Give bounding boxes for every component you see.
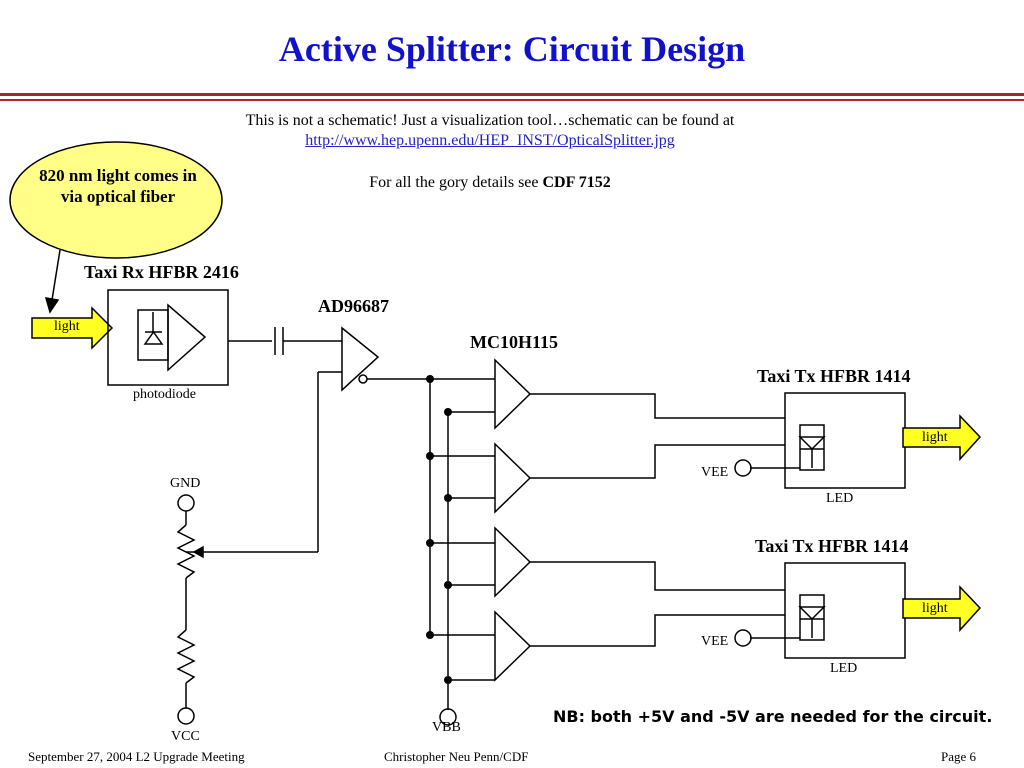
vee2-terminal [734, 629, 752, 647]
footer-date-meeting: September 27, 2004 L2 Upgrade Meeting [28, 749, 245, 764]
title-rule-bottom [0, 99, 1024, 101]
gate3-to-led2-line [530, 561, 785, 591]
tx2-subtitle: LED [830, 661, 858, 676]
input-light-arrow [31, 306, 114, 350]
vee1-label: VEE [701, 465, 729, 480]
photodiode-triangle [143, 330, 164, 345]
junction-dot [426, 452, 434, 460]
output-light-arrow-1 [902, 414, 982, 461]
tx1-subtitle: LED [826, 491, 854, 506]
rx-title: Taxi Rx HFBR 2416 [84, 262, 239, 282]
gnd-terminal [177, 494, 195, 512]
circuit-note: NB: both +5V and -5V are needed for the … [553, 707, 993, 726]
tx2-title: Taxi Tx HFBR 1414 [755, 536, 909, 556]
led2-box [799, 594, 825, 641]
fanout-label: MC10H115 [470, 332, 558, 352]
junction-dot [426, 375, 434, 383]
rx-subtitle: photodiode [133, 387, 196, 402]
fanout-gate-1 [494, 358, 532, 430]
amp-label: AD96687 [318, 296, 389, 316]
vbb-terminal [439, 708, 457, 726]
series-resistor [176, 629, 196, 684]
rx-box [107, 289, 229, 386]
tx1-title: Taxi Tx HFBR 1414 [757, 366, 911, 386]
gory-prefix: For all the gory details see [369, 174, 543, 191]
junction-dot [444, 581, 452, 589]
title-rule-top [0, 93, 1024, 96]
footer-page-number: Page 6 [941, 749, 977, 764]
vbb-label: VBB [432, 720, 461, 735]
schematic-link[interactable]: http://www.hep.upenn.edu/HEP_INST/Optica… [305, 132, 675, 149]
fanout-gate-3 [494, 526, 532, 598]
fanout-gate-2 [494, 442, 532, 514]
led2-triangle [798, 606, 826, 621]
output-light-arrow-2 [902, 585, 982, 632]
slide-title: Active Splitter: Circuit Design [278, 29, 746, 69]
vcc-label: VCC [171, 729, 200, 744]
vee2-label: VEE [701, 634, 729, 649]
gory-details: For all the gory details see CDF 7152 [0, 174, 980, 192]
callout-pointer [51, 249, 61, 301]
footer-author: Christopher Neu Penn/CDF [384, 749, 529, 764]
gate4-to-led2-line [530, 614, 785, 647]
potentiometer-resistor [176, 524, 196, 579]
intro-line: This is not a schematic! Just a visualiz… [245, 112, 735, 129]
callout-ellipse [9, 141, 223, 259]
junction-dot [444, 676, 452, 684]
junction-dot [426, 631, 434, 639]
callout-text: 820 nm light comes in via optical fiber [39, 166, 197, 206]
gnd-label: GND [170, 476, 201, 491]
comparator-inverting-output [358, 374, 368, 384]
led1-box [799, 424, 825, 471]
junction-dot [444, 494, 452, 502]
callout-pointer-head [44, 297, 60, 314]
output-arrow-label-1: light [922, 430, 948, 445]
gate2-to-led1-line [530, 444, 785, 479]
rx-amplifier [167, 303, 207, 372]
potentiometer-wiper [192, 545, 204, 559]
cdf-reference: CDF 7152 [542, 174, 611, 191]
led1-triangle [798, 436, 826, 451]
output-arrow-label-2: light [922, 601, 948, 616]
vee1-terminal [734, 459, 752, 477]
input-arrow-label: light [54, 319, 80, 334]
junction-dot [426, 539, 434, 547]
fanout-gate-4 [494, 610, 532, 682]
junction-dot [444, 408, 452, 416]
ad96687-comparator [341, 326, 380, 392]
gate1-to-led1-line [530, 393, 785, 419]
vcc-terminal [177, 707, 195, 725]
intro-text: This is not a schematic! Just a visualiz… [0, 111, 980, 151]
